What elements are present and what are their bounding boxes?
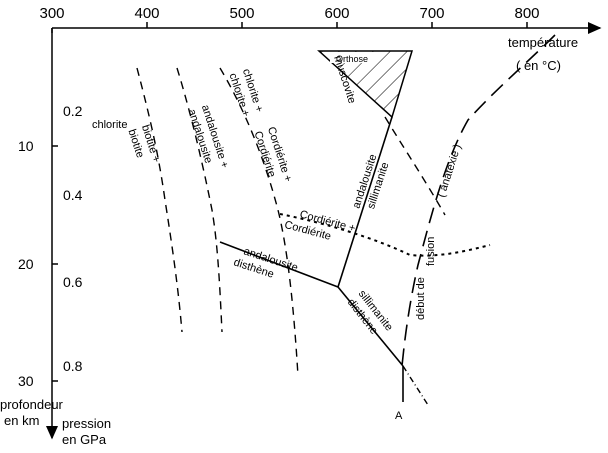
- pressure-tick-0-8: 0.8: [63, 358, 83, 374]
- pressure-tick-0-2: 0.2: [63, 103, 83, 119]
- temperature-title: température: [508, 35, 578, 50]
- fusion-curve: [401, 34, 556, 367]
- disthene-sillimanite-boundary: [337, 286, 404, 367]
- depth-title-1: profondeur: [0, 397, 64, 412]
- biotite-isograd: [136, 67, 183, 333]
- temp-tick-300: 300: [39, 5, 64, 22]
- temperature-unit: ( en °C): [516, 58, 561, 73]
- andalousite-label-group: andalousite + andalousite: [186, 103, 231, 169]
- orthose-label-bg: [330, 52, 374, 63]
- orthose-label: Orthose: [336, 54, 368, 64]
- temp-tick-400: 400: [134, 5, 159, 22]
- andalousite-sillimanite-boundary: [337, 116, 393, 288]
- chlorite-label: chlorite: [92, 119, 127, 131]
- fusion-label-group: début de fusion: [415, 237, 437, 320]
- extension-dashdot: [402, 365, 429, 406]
- cordierite-reaction-label-group: Cordiérite + Cordiérite: [283, 208, 357, 242]
- pressure-tick-0-4: 0.4: [63, 187, 83, 203]
- debut-de-label: début de: [415, 277, 427, 320]
- biotite-label-group: biotite + biotite: [126, 123, 163, 164]
- fusion-label: fusion: [425, 237, 437, 266]
- temp-tick-500: 500: [229, 5, 254, 22]
- cordierite-isograd: [219, 67, 299, 377]
- chlorite-label-group: chlorite + chlorite +: [227, 67, 266, 118]
- anatexie-label: ( anatexie ): [435, 143, 463, 199]
- sillimanite-disthene-label-group: sillimanite disthène: [345, 288, 395, 337]
- cordierite-label-group: Cordiérite + Cordiérite: [252, 125, 294, 183]
- depth-tick-10: 10: [18, 138, 34, 154]
- cordierite-reaction-line: [279, 213, 491, 257]
- pressure-title-1: pression: [62, 416, 111, 431]
- temperature-ticks: [51, 22, 528, 33]
- andalousite-disthene-boundary: [219, 241, 339, 288]
- temp-tick-700: 700: [419, 5, 444, 22]
- andalousite-isograd: [176, 67, 223, 333]
- depth-tick-30: 30: [18, 373, 34, 389]
- muscovite-breakdown: [384, 116, 446, 216]
- temp-tick-600: 600: [324, 5, 349, 22]
- point-a-label: A: [395, 410, 403, 422]
- orthose-muscovite-triangle: [317, 50, 414, 119]
- depth-title-2: en km: [4, 413, 39, 428]
- depth-tick-20: 20: [18, 256, 34, 272]
- depth-ticks: [52, 145, 58, 382]
- pressure-title-2: en GPa: [62, 432, 107, 447]
- pressure-tick-0-6: 0.6: [63, 274, 83, 290]
- temp-tick-800: 800: [514, 5, 539, 22]
